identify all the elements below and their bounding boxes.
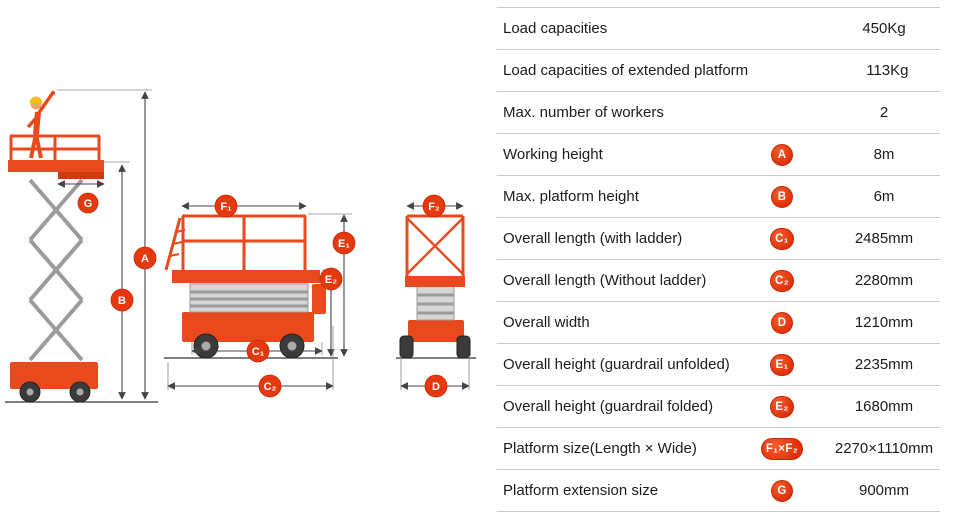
dim-badge-a-label: A <box>141 253 149 265</box>
spec-row: Working height A 8m <box>497 134 940 176</box>
spec-badge-cell: A <box>736 143 828 166</box>
helmet <box>29 96 43 103</box>
dim-badge-c2-label: C₂ <box>264 381 277 393</box>
spec-badge-cell: E₂ <box>736 395 828 418</box>
spec-label: Overall length (with ladder) <box>503 230 683 247</box>
spec-badge-cell: C₂ <box>736 269 828 292</box>
spec-row: Overall length (with ladder) C₁ 2485mm <box>497 218 940 260</box>
spec-value: 1210mm <box>854 314 914 331</box>
wheel <box>456 335 471 359</box>
dim-badge-c1 <box>246 339 270 363</box>
spec-row: Max. platform height B 6m <box>497 176 940 218</box>
elevated-view: G B A <box>5 89 158 403</box>
spec-row: Overall height (guardrail unfolded) E₁ 223… <box>497 344 940 386</box>
chassis <box>408 320 464 342</box>
side-view: F₁ E₁ E₂ C₁ C₂ <box>164 194 356 398</box>
spec-value: 2485mm <box>854 230 914 247</box>
wheel <box>399 335 414 359</box>
wheel-hub <box>287 341 297 351</box>
spec-label: Overall height (guardrail unfolded) <box>503 356 730 373</box>
spec-badge: B <box>771 185 793 208</box>
spec-value: 450Kg <box>862 20 906 37</box>
dim-badge-e2-label: E₂ <box>325 274 337 286</box>
scissor-lift-diagram: G B A <box>5 89 476 403</box>
spec-label: Overall width <box>503 314 590 331</box>
dim-badge-e2 <box>319 267 343 291</box>
dim-badge-d <box>424 374 448 398</box>
spec-value: 1680mm <box>854 398 914 415</box>
dim-badge-a <box>133 246 157 270</box>
spec-value: 8m <box>873 146 895 163</box>
scissor-arms <box>28 178 84 362</box>
spec-label: Overall length (Without ladder) <box>503 272 707 289</box>
spec-row: Load capacities 450Kg <box>497 8 940 50</box>
dim-badge-e1-label: E₁ <box>338 238 350 250</box>
diagram-svg: G B A <box>5 89 476 403</box>
spec-row: Platform size(Length × Wide) F₁×F₂ 2270×11… <box>497 428 940 470</box>
spec-value: 2270×1110mm <box>834 440 934 457</box>
spec-badge-cell: G <box>736 479 828 502</box>
dim-badge-f1 <box>214 194 238 218</box>
spec-label: Load capacities of extended platform <box>503 62 749 79</box>
dim-badge-b <box>110 288 134 312</box>
platform-deck <box>8 160 104 172</box>
spec-badge: D <box>771 311 793 334</box>
spec-badge: A <box>771 143 793 166</box>
wheel-hub <box>201 341 211 351</box>
worker-figure <box>26 90 56 159</box>
guardrail <box>405 214 465 276</box>
spec-badge-cell: B <box>736 185 828 208</box>
spec-badge: C₂ <box>769 269 794 292</box>
dim-badge-d-label: D <box>432 381 440 393</box>
dim-badge-c2 <box>258 374 282 398</box>
dim-badge-e1 <box>332 231 356 255</box>
spec-row: Overall length (Without ladder) C₂ 2280mm <box>497 260 940 302</box>
spec-label: Working height <box>503 146 603 163</box>
wheel-hub <box>26 388 34 396</box>
front-view: F₂ D <box>396 194 476 398</box>
dim-badge-g <box>77 192 99 214</box>
spec-badge: E₂ <box>770 395 794 418</box>
dim-badge-f2-label: F₂ <box>428 201 440 213</box>
platform-extension <box>58 172 104 179</box>
spec-badge: C₁ <box>770 227 794 250</box>
spec-row: Platform extension size G 900mm <box>497 470 940 512</box>
spec-value: 113Kg <box>866 62 909 79</box>
spec-badge: E₁ <box>770 353 794 376</box>
spec-label: Overall height (guardrail folded) <box>503 398 714 415</box>
guardrail <box>9 134 101 160</box>
spec-value: 2 <box>879 104 889 121</box>
spec-badge-cell: D <box>736 311 828 334</box>
control-box <box>312 284 326 314</box>
dim-badge-f2 <box>422 194 446 218</box>
spec-row: Overall height (guardrail folded) E₂ 1680m… <box>497 386 940 428</box>
wheel-hub <box>76 388 84 396</box>
spec-badge-cell: C₁ <box>736 227 828 250</box>
dim-badge-c1-label: C₁ <box>252 346 265 358</box>
spec-label: Max. number of workers <box>503 104 664 121</box>
spec-value: 2280mm <box>854 272 914 289</box>
spec-label: Max. platform height <box>503 188 639 205</box>
spec-badge: G <box>771 479 793 502</box>
spec-label: Platform size(Length × Wide) <box>503 440 697 457</box>
spec-value: 900mm <box>858 482 910 499</box>
dim-badge-g-label: G <box>84 198 93 210</box>
spec-row: Max. number of workers 2 <box>497 92 940 134</box>
spec-value: 2235mm <box>854 356 914 373</box>
dim-badge-f1-label: F₁ <box>220 201 232 213</box>
chassis <box>182 312 314 342</box>
spec-badge-cell: E₁ <box>736 353 828 376</box>
spec-row: Load capacities of extended platform 113K… <box>497 50 940 92</box>
spec-value: 6m <box>873 188 895 205</box>
platform-deck <box>405 276 465 287</box>
spec-badge-cell: F₁×F₂ <box>736 437 828 460</box>
platform-deck <box>172 270 320 283</box>
spec-label: Platform extension size <box>503 482 659 499</box>
spec-badge: F₁×F₂ <box>760 437 804 460</box>
dim-badge-b-label: B <box>118 295 126 307</box>
guardrail <box>181 214 307 270</box>
spec-row: Overall width D 1210mm <box>497 302 940 344</box>
spec-label: Load capacities <box>503 20 608 37</box>
